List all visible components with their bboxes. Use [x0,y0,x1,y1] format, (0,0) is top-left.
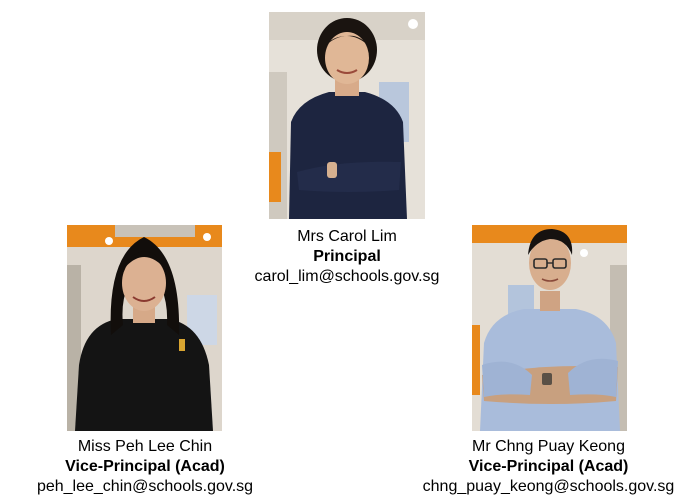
principal-portrait-image [269,12,425,219]
vice-principal-1-name: Miss Peh Lee Chin [77,438,213,455]
vice-principal-2-caption: Mr Chng Puay Keong Vice-Principal (Acad)… [400,437,697,497]
vice-principal-2-photo [472,225,627,431]
vice-principal-1-caption: Miss Peh Lee Chin Vice-Principal (Acad) … [0,437,290,497]
principal-photo [269,12,425,219]
vice-principal-2-portrait-image [472,225,627,431]
vice-principal-1-portrait-image [67,225,222,431]
vice-principal-2-role: Vice-Principal (Acad) [468,458,629,475]
principal-name: Mrs Carol Lim [297,228,397,245]
principal-email[interactable]: carol_lim@schools.gov.sg [254,268,440,285]
principal-role: Principal [313,248,381,265]
vice-principal-1-email[interactable]: peh_lee_chin@schools.gov.sg [36,478,254,495]
vice-principal-2-name: Mr Chng Puay Keong [472,438,625,455]
principal-caption: Mrs Carol Lim Principal carol_lim@school… [200,227,494,287]
vice-principal-1-photo [67,225,222,431]
vice-principal-1-role: Vice-Principal (Acad) [65,458,225,475]
vice-principal-2-email[interactable]: chng_puay_keong@schools.gov.sg [422,478,675,495]
